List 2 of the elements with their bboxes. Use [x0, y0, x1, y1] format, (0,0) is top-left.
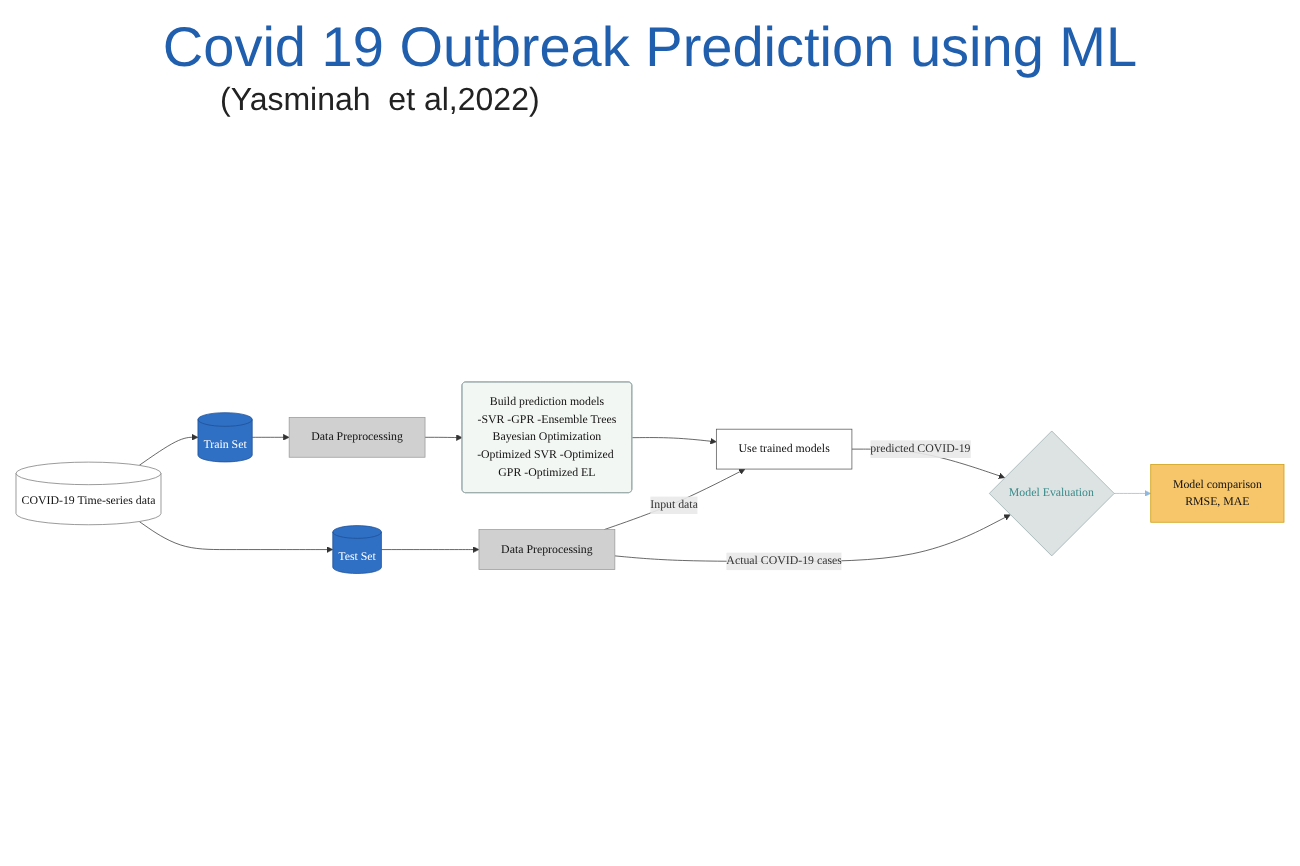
citation-text: (Yasminah et al,2022): [220, 84, 542, 120]
title: Covid 19 Outbreak Prediction using ML: [160, 16, 1140, 80]
